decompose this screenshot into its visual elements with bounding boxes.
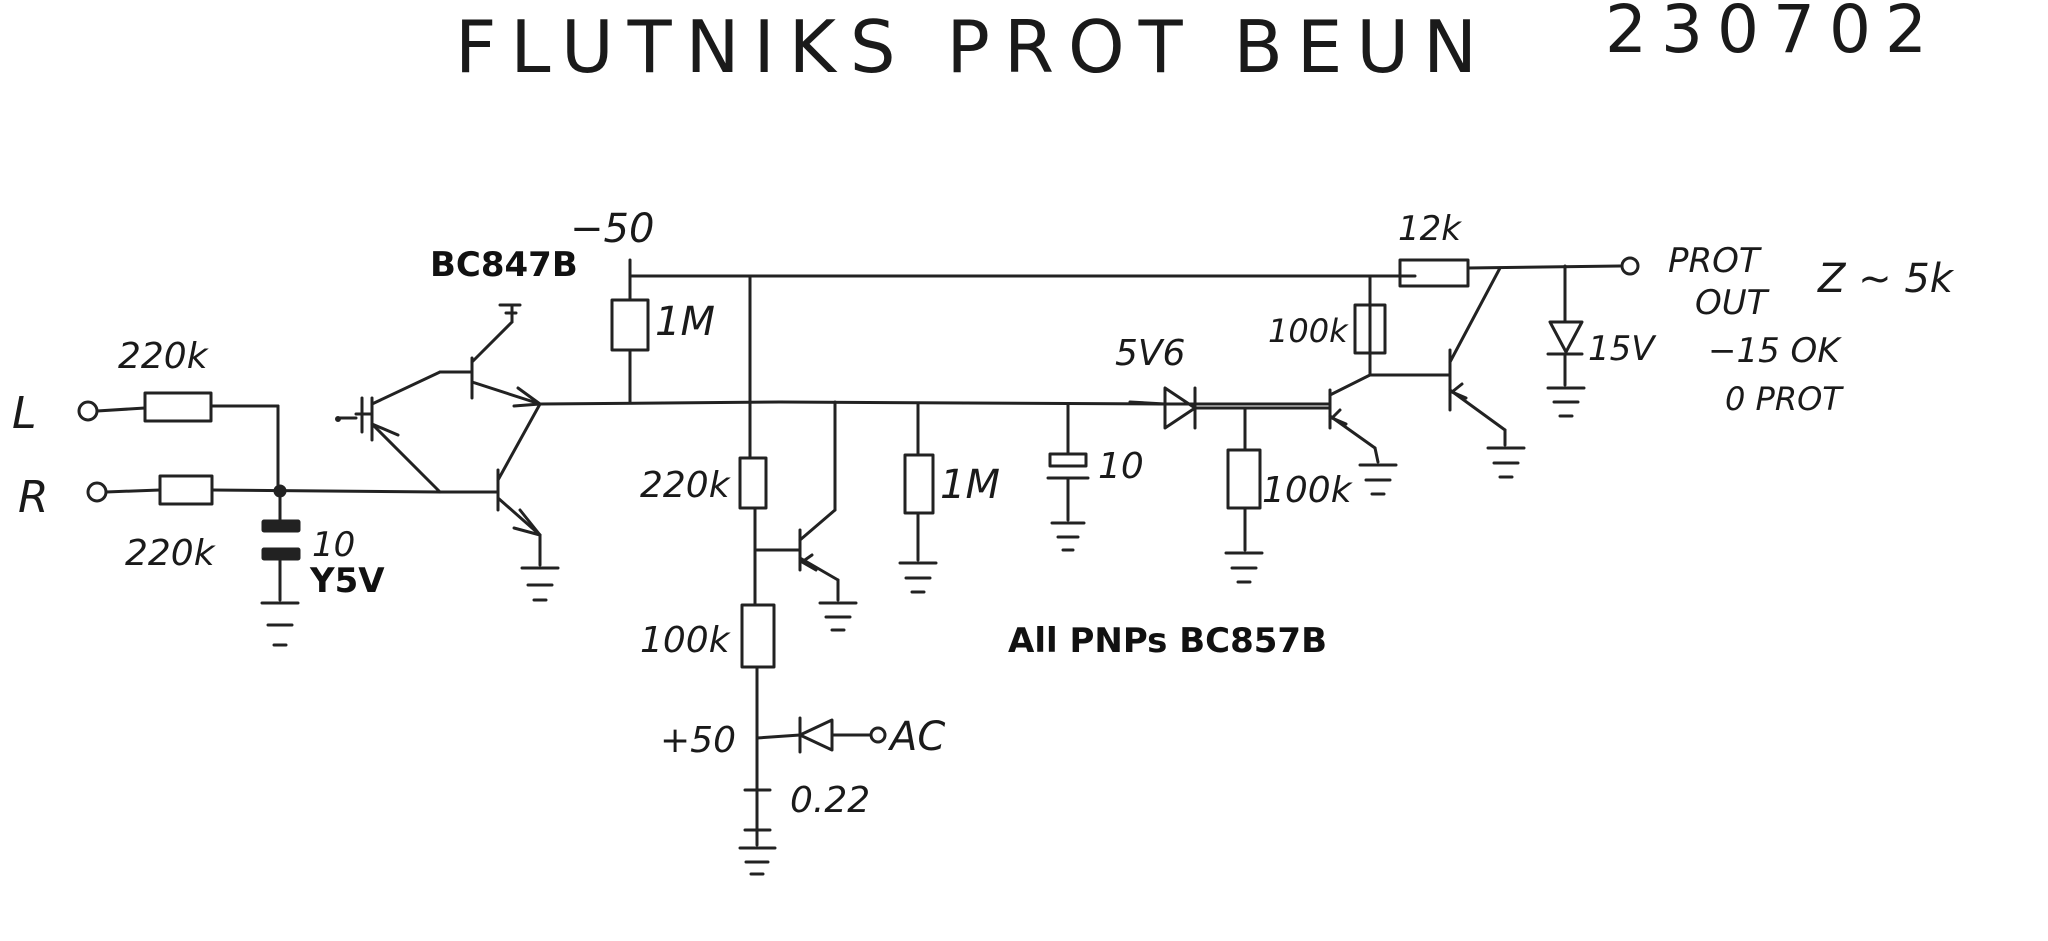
resistor-100k-mid <box>740 603 776 669</box>
capacitor-022-label: 0.22 <box>790 780 870 821</box>
zener-15v-label: 15V <box>1588 329 1657 369</box>
supply-positive-label: +50 <box>660 720 736 761</box>
resistor-100k-mid-label: 100k <box>640 620 732 661</box>
ac-input-label: AC <box>887 714 945 760</box>
resistor-100k-base-group: 100k <box>1224 406 1354 584</box>
zener-15v: 15V <box>1546 264 1657 418</box>
input-right-label: R <box>18 472 49 523</box>
resistor-1m-mid-label: 1M <box>940 462 1000 508</box>
schematic-title: FLUTNIKS PROT BEUN <box>455 5 1491 89</box>
capacitor-10-y5v-type: Y5V <box>309 561 385 601</box>
schematic-date: 230702 <box>1605 0 1941 68</box>
output-out-label: OUT <box>1695 283 1770 323</box>
resistor-220k-right <box>158 474 214 506</box>
pnp-type-note: All PNPs BC857B <box>1008 621 1327 661</box>
resistor-220k-left <box>143 391 213 423</box>
resistor-12k-group: 12k <box>1398 209 1622 288</box>
resistor-1m-top-label: 1M <box>655 299 715 345</box>
output-impedance-label: Z ~ 5k <box>1817 256 1955 302</box>
resistor-220k-mid <box>738 456 768 510</box>
resistor-220k-right-label: 220k <box>125 533 217 574</box>
resistor-1m-mid <box>903 453 935 515</box>
branch-220k-100k: 220k 100k +50 AC 0.22 <box>640 274 945 876</box>
resistor-100k-base <box>1226 448 1262 510</box>
resistor-100k-base-label: 100k <box>1262 470 1354 511</box>
output-0prot-label: 0 PROT <box>1725 380 1844 418</box>
resistor-100k-top-label: 100k <box>1268 312 1349 350</box>
resistor-100k-top-group: 100k <box>1268 274 1452 377</box>
capacitor-10-mid: 10 <box>1046 402 1144 552</box>
output-prot-label: PROT <box>1668 241 1762 281</box>
output-terminal: PROT OUT Z ~ 5k −15 OK 0 PROT <box>1620 241 1955 418</box>
input-left: L 220k <box>12 336 280 492</box>
resistor-12k-label: 12k <box>1398 209 1462 249</box>
zener-5v6-label: 5V6 <box>1115 333 1185 374</box>
capacitor-10-y5v: 10 Y5V <box>260 489 385 647</box>
input-left-label: L <box>12 388 37 439</box>
output-ok-label: −15 OK <box>1708 331 1842 371</box>
resistor-1m-top <box>610 298 650 352</box>
resistor-12k <box>1398 258 1470 288</box>
npn-type-label: BC847B <box>430 245 578 285</box>
input-right: R 220k <box>18 472 442 574</box>
npn-pair-bc847b: BC847B <box>335 245 578 602</box>
resistor-220k-left-label: 220k <box>118 336 210 377</box>
pnp-right-second <box>1448 266 1526 479</box>
supply-negative-label: −50 <box>570 206 654 252</box>
zener-5v6: 5V6 <box>1115 333 1332 430</box>
capacitor-10-y5v-value: 10 <box>312 525 355 565</box>
resistor-220k-mid-label: 220k <box>640 465 732 506</box>
supply-negative: −50 1M <box>570 206 1417 404</box>
resistor-1m-mid-group: 1M <box>898 402 1000 594</box>
wire-main-rail <box>538 400 782 406</box>
pnp-mid <box>755 400 858 632</box>
capacitor-10-mid-label: 10 <box>1098 446 1144 487</box>
